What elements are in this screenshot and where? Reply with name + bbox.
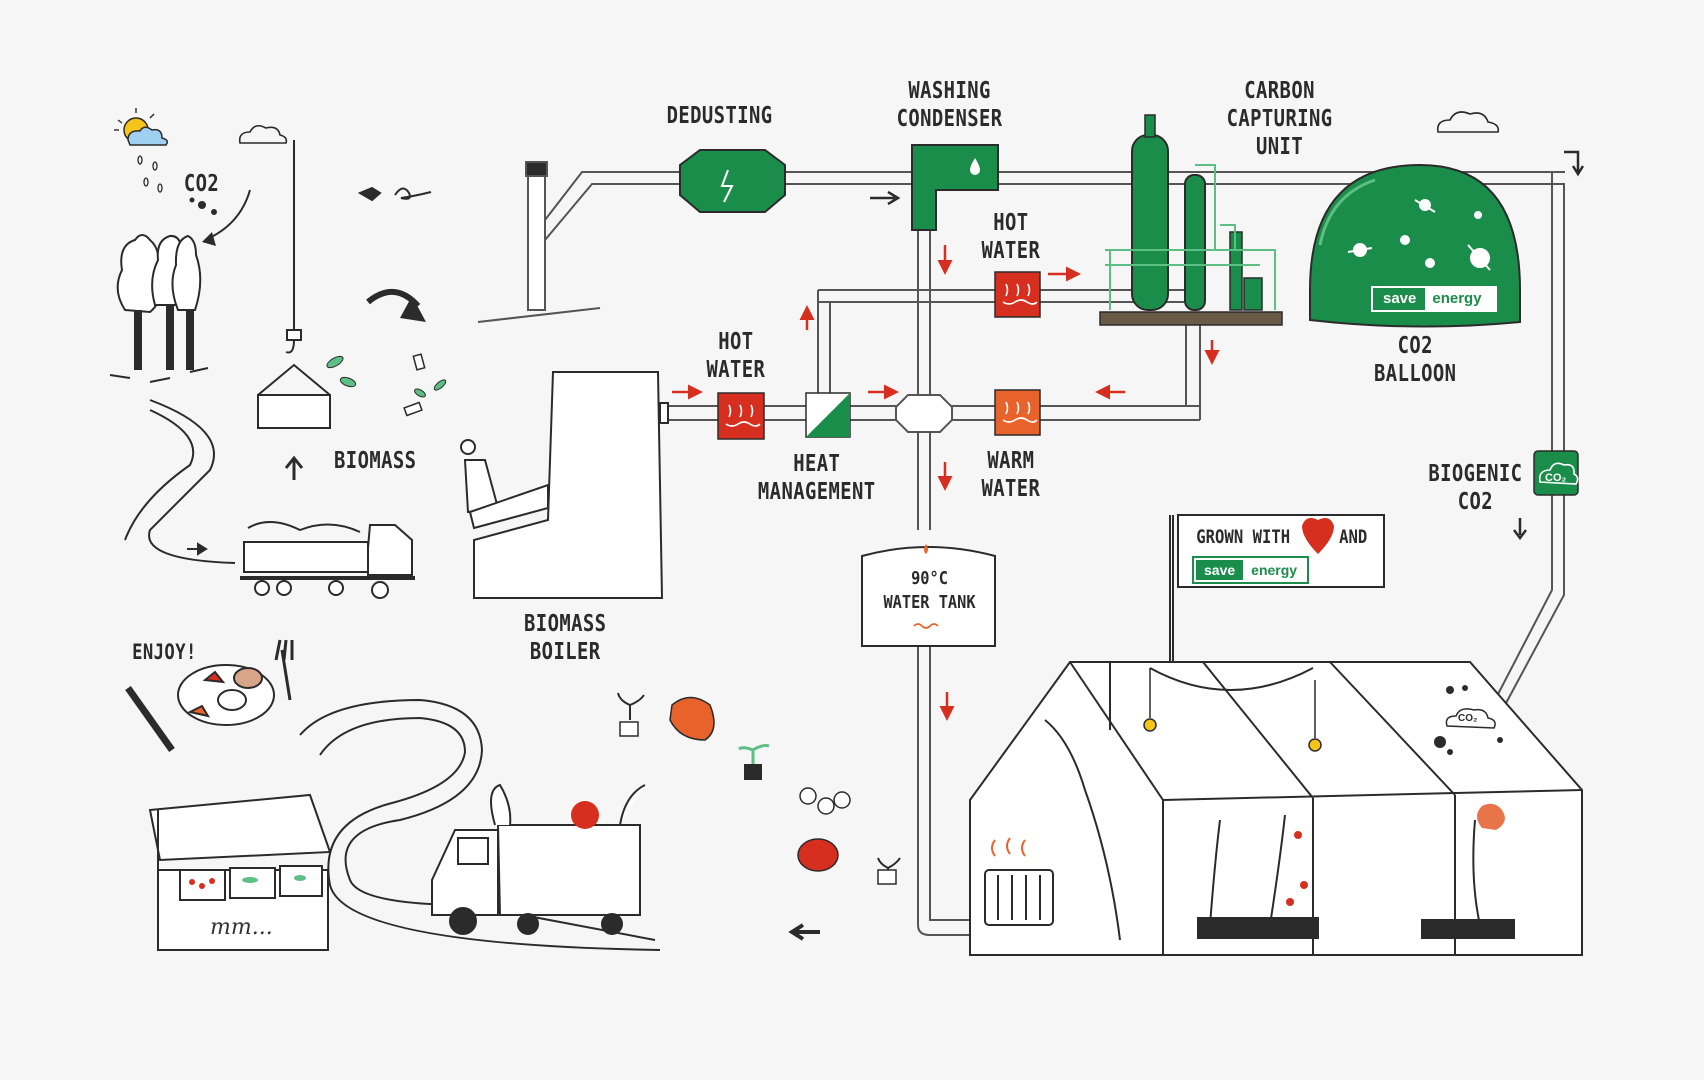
produce-truck-drawing <box>431 783 646 935</box>
warm-water-exchanger <box>994 389 1041 436</box>
forest-road <box>148 399 236 564</box>
up-arrow <box>284 455 304 480</box>
top-right-corner-arrow <box>1564 150 1585 177</box>
label-dedusting: DEDUSTING <box>666 103 773 129</box>
flag-grown-with: GROWN WITH <box>1196 526 1291 548</box>
pepper-icon <box>669 696 715 741</box>
greenhouse-co2-cloud-icon <box>1445 708 1496 729</box>
market-produce-dots <box>189 875 306 889</box>
seedling-icon <box>617 692 645 720</box>
co2-balloon-drawing <box>1309 163 1521 328</box>
tomato-dots <box>1286 831 1308 906</box>
cloud-icon <box>238 124 288 144</box>
crane-hook-drawing <box>257 140 331 429</box>
plate-and-cutlery-drawing <box>125 639 294 753</box>
carbon-capturing-unit-drawing <box>1099 114 1283 326</box>
small-plant-icon <box>877 857 901 880</box>
label-biomass: BIOMASS <box>334 448 417 474</box>
biogenic-down-arrow <box>1513 518 1527 541</box>
biogenic-co2-icon-text: CO₂ <box>1545 472 1567 484</box>
label-co2-sky: CO2 <box>183 171 220 197</box>
leaves-icon <box>326 355 447 398</box>
label-enjoy: ENJOY! <box>132 640 197 664</box>
hot-water-exchanger-left <box>717 392 765 440</box>
pink-flower <box>1477 803 1505 830</box>
cloud-icon-right <box>1436 111 1500 133</box>
tomato-slice-icon <box>797 838 839 872</box>
bird-icon <box>357 186 432 202</box>
wood-pellets-icon <box>403 353 426 417</box>
co2-molecule-sky-icon <box>189 197 217 215</box>
market-stall-drawing <box>148 793 332 951</box>
greenhouse-co2-molecules-icon <box>1434 685 1503 755</box>
radiator-drawing <box>984 837 1054 926</box>
chimney <box>527 164 546 311</box>
market-road <box>299 698 656 941</box>
dedusting-unit <box>679 149 786 213</box>
flow-arrows <box>672 245 1220 721</box>
cherry-tomatoes-icon <box>799 787 851 815</box>
biomass-boiler-drawing <box>460 371 669 599</box>
market-scribble-text: mm... <box>210 915 273 940</box>
trees-drawing <box>116 234 202 370</box>
produce-icons <box>617 692 901 885</box>
pipe-junction <box>895 394 953 433</box>
left-arrow <box>788 923 820 941</box>
hot-water-exchanger-top <box>994 271 1041 318</box>
balloon-save-energy-badge <box>1369 284 1499 314</box>
biomass-truck-drawing <box>240 521 415 599</box>
sun-cloud-icon <box>114 108 169 193</box>
tomato-on-truck <box>571 801 599 829</box>
greenhouse-plants-drawing <box>1044 719 1515 941</box>
flag-and: AND <box>1339 526 1368 548</box>
washing-condenser-unit <box>911 144 999 231</box>
flue-arrow <box>870 190 901 206</box>
heat-management-valve <box>805 392 851 438</box>
ground-dashes <box>109 367 209 383</box>
heart-icon <box>1302 518 1334 554</box>
greenhouse-lamps-icon <box>1143 668 1322 752</box>
greenhouse-co2-icon-text: CO₂ <box>1458 713 1478 724</box>
road-arrow <box>187 542 208 556</box>
water-tank-drawing <box>861 544 996 647</box>
